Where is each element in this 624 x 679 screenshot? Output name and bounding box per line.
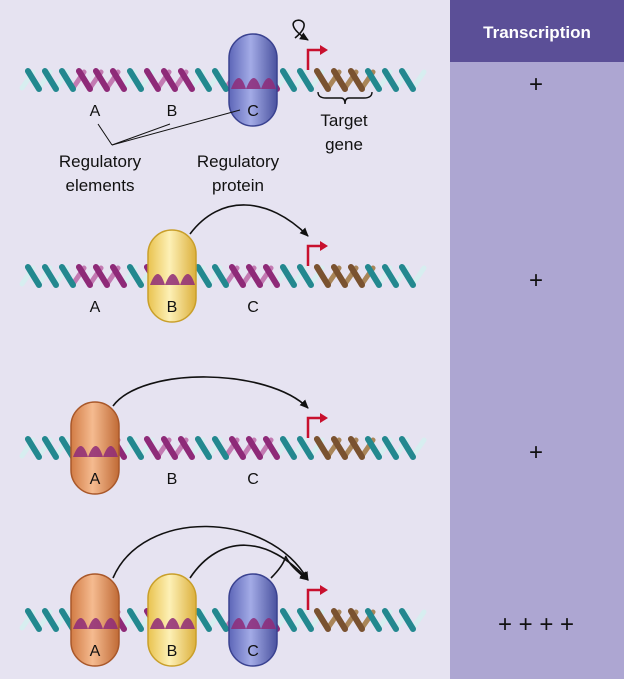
transcription-level: + (529, 439, 543, 466)
target-gene-label-line-1: Target (320, 111, 368, 130)
element-label-b: B (167, 103, 178, 120)
protein-label: A (90, 643, 101, 660)
activation-arrow (189, 204, 309, 237)
activation-arrow (189, 544, 309, 581)
protein-label: B (167, 643, 178, 660)
promoter-arrow (306, 241, 328, 266)
promoter-arrow (306, 45, 328, 70)
target-gene-brace (317, 91, 373, 105)
regulatory-protein-c: C (228, 33, 278, 127)
regulatory-elements-label-line-1: Regulatory (59, 152, 142, 171)
regulatory-protein-b: B (147, 573, 197, 667)
regulatory-protein-c: C (228, 573, 278, 667)
activation-arrow (270, 555, 309, 581)
promoter-arrow (306, 585, 328, 610)
callouts: Regulatory elements Regulatory protein Targe… (59, 91, 373, 195)
transcription-level: + (529, 71, 543, 98)
transcription-header-title: Transcription (483, 23, 591, 42)
dna-helix (19, 68, 427, 92)
element-label-a: A (90, 299, 101, 316)
regulatory-protein-a: A (70, 573, 120, 667)
protein-label: C (247, 103, 259, 120)
transcription-level: + (529, 267, 543, 294)
activation-arrow (292, 19, 309, 41)
regulatory-protein-a: A (70, 401, 120, 495)
regulatory-protein-label-line-1: Regulatory (197, 152, 280, 171)
regulatory-protein-b: B (147, 229, 197, 323)
transcription-header (450, 0, 624, 62)
transcription-panel (450, 0, 624, 679)
regulatory-elements-label-line-2: elements (66, 176, 135, 195)
promoter-arrow (306, 413, 328, 438)
element-label-b: B (167, 471, 178, 488)
activation-arrow (112, 376, 309, 409)
transcription-level: + + + + (498, 611, 574, 638)
protein-label: C (247, 643, 259, 660)
protein-label: B (167, 299, 178, 316)
element-label-c: C (247, 299, 259, 316)
activation-arrow (112, 525, 309, 581)
element-label-c: C (247, 471, 259, 488)
protein-label: A (90, 471, 101, 488)
target-gene-label-line-2: gene (325, 135, 363, 154)
element-label-a: A (90, 103, 101, 120)
dna-helix (19, 264, 427, 288)
dna-helix (19, 436, 427, 460)
regulatory-protein-label-line-2: protein (212, 176, 264, 195)
